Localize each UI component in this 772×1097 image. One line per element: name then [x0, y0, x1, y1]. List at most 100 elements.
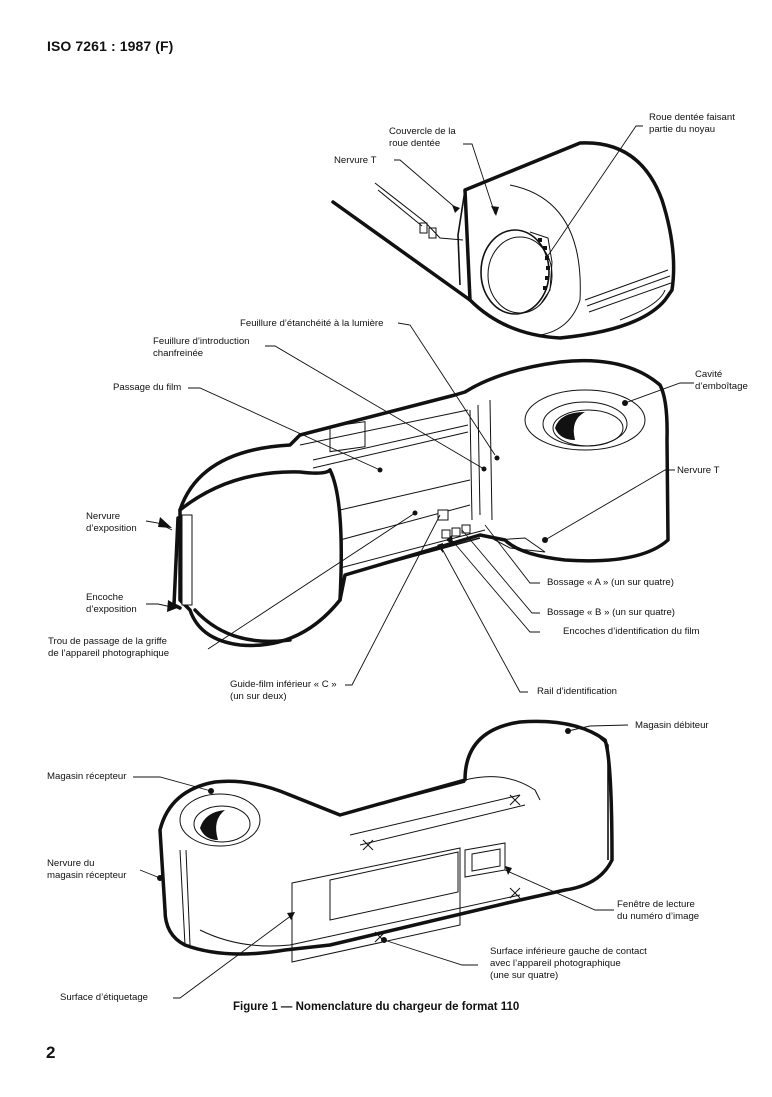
document-header: ISO 7261 : 1987 (F) [47, 38, 174, 54]
label-roue-dentee: Roue dentée faisant partie du noyau [649, 112, 735, 135]
bottom-top-band [339, 781, 466, 816]
detail-strip-line-2 [377, 189, 423, 227]
leader-encoches-id [449, 537, 540, 633]
label-nervure-t-detail: Nervure T [334, 155, 377, 166]
top-seal-rail-3 [489, 399, 493, 521]
label-encoches-identification: Encoches d’identification du film [563, 626, 700, 637]
top-seal-rail-2 [477, 404, 481, 516]
top-rail [344, 537, 481, 576]
top-left-drum-side [328, 468, 343, 602]
bottom-x-mark-2 [509, 794, 521, 806]
top-cavity-inner [552, 409, 624, 447]
detail-rib-3 [588, 282, 672, 313]
label-fenetre-lecture: Fenêtre de lecture du numéro d’image [617, 899, 700, 922]
top-frame-inner-2 [312, 431, 469, 469]
label-surface-contact: Surface inférieure gauche de contact ave… [490, 946, 647, 981]
leader-couvercle [463, 143, 496, 215]
top-frame-lower-1 [339, 479, 471, 511]
leader-magasin-recepteur [133, 776, 212, 792]
top-exposure-plate [181, 514, 193, 606]
bottom-image-window-inner [471, 848, 501, 872]
arrowhead-nervure-exposition [158, 517, 172, 528]
bottom-cavity-shadow [200, 810, 225, 840]
top-view-outline [178, 358, 670, 648]
detail-gear-tooth-marks [538, 238, 550, 290]
top-left-drum-top [178, 468, 332, 512]
leader-bossage-a [484, 524, 540, 584]
label-magasin-debiteur: Magasin débiteur [635, 720, 709, 731]
arrowhead-etiquetage [287, 912, 295, 920]
detail-tab-1 [419, 222, 428, 234]
label-passage-film: Passage du film [113, 382, 182, 393]
label-nervure-magasin: Nervure du magasin récepteur [47, 858, 127, 881]
top-boss-c [451, 527, 461, 537]
label-encoche-exposition: Encoche d’exposition [86, 592, 137, 615]
top-frame-top [299, 409, 469, 446]
top-frame-lower-3 [339, 529, 486, 569]
arrowhead-encoches-id [446, 535, 453, 545]
detail-strip-line-1 [374, 182, 464, 241]
top-seal-rail-1 [469, 409, 473, 521]
leader-feuillure-intro [265, 345, 485, 470]
leader-fenetre [504, 869, 614, 911]
leader-nervure-t [544, 469, 675, 541]
bottom-x-mark-1 [362, 839, 374, 851]
bottom-side-line-left-2 [185, 849, 191, 946]
leader-nervure-exposition [145, 520, 173, 531]
detail-strip-edge [331, 200, 472, 302]
leader-roue-dentee [544, 125, 643, 261]
detail-bottom-ellipse [619, 289, 666, 321]
top-boss-a [437, 509, 449, 521]
label-surface-etiquetage: Surface d’étiquetage [60, 992, 149, 1003]
leader-guide-film [345, 514, 441, 686]
detail-gear-teeth [529, 231, 553, 306]
label-magasin-recepteur: Magasin récepteur [47, 771, 127, 782]
bottom-label-window [329, 851, 459, 921]
detail-rib-2 [586, 275, 671, 307]
bottom-cavity-inner [193, 805, 251, 843]
bottom-right-drum-rib [599, 737, 609, 860]
bottom-top-band-3 [359, 804, 526, 846]
leader-nervure-magasin [139, 869, 161, 879]
detail-gear-cover [480, 229, 550, 315]
bottom-label-area [291, 847, 461, 963]
detail-face-curve [509, 184, 581, 336]
top-cavity-shadow [555, 412, 585, 440]
bottom-side-line-left [179, 849, 186, 946]
bottom-x-mark-3 [509, 887, 521, 899]
arrowhead-couvercle [491, 206, 499, 216]
top-wedge [493, 537, 546, 553]
page-number: 2 [46, 1043, 56, 1062]
bottom-view-drawing [133, 719, 629, 999]
detail-gear-rim [487, 236, 553, 314]
arrowhead-fenetre [505, 866, 512, 875]
detail-view-drawing [331, 125, 676, 340]
label-bossage-a: Bossage « A » (un sur quatre) [547, 577, 674, 588]
leader-feuillure-etancheite [397, 322, 496, 456]
detail-tab-2 [428, 227, 437, 239]
leader-surface-etiquetage [173, 914, 293, 999]
top-view-drawing [145, 322, 694, 693]
label-guide-film: Guide-film inférieur « C » (un sur deux) [230, 679, 337, 702]
top-boss-b [441, 529, 451, 539]
leader-rail-id [439, 544, 528, 693]
leader-cavite [624, 382, 694, 404]
label-feuillure-introduction: Feuillure d’introduction chanfreinée [153, 336, 250, 359]
bottom-cavity-outer [179, 793, 261, 847]
top-left-drum-bottom [193, 608, 292, 644]
top-cavity-outer [524, 389, 646, 451]
leader-trou-passage [207, 512, 416, 650]
bottom-right-drum-top [464, 776, 541, 801]
bottom-view-outline [158, 719, 614, 956]
label-cavite: Cavité d’emboîtage [695, 369, 748, 392]
label-bossage-b: Bossage « B » (un sur quatre) [547, 607, 675, 618]
arrowhead-encoche-exposition [167, 600, 180, 612]
leader-surface-contact [383, 939, 478, 966]
leader-nervure-t-detail [394, 159, 459, 211]
leader-passage-film [188, 387, 381, 471]
label-couvercle: Couvercle de la roue dentée [389, 126, 456, 149]
top-boss-d [461, 524, 471, 534]
detail-nervure-t [457, 189, 466, 286]
arrowhead-rail-id [437, 543, 443, 553]
